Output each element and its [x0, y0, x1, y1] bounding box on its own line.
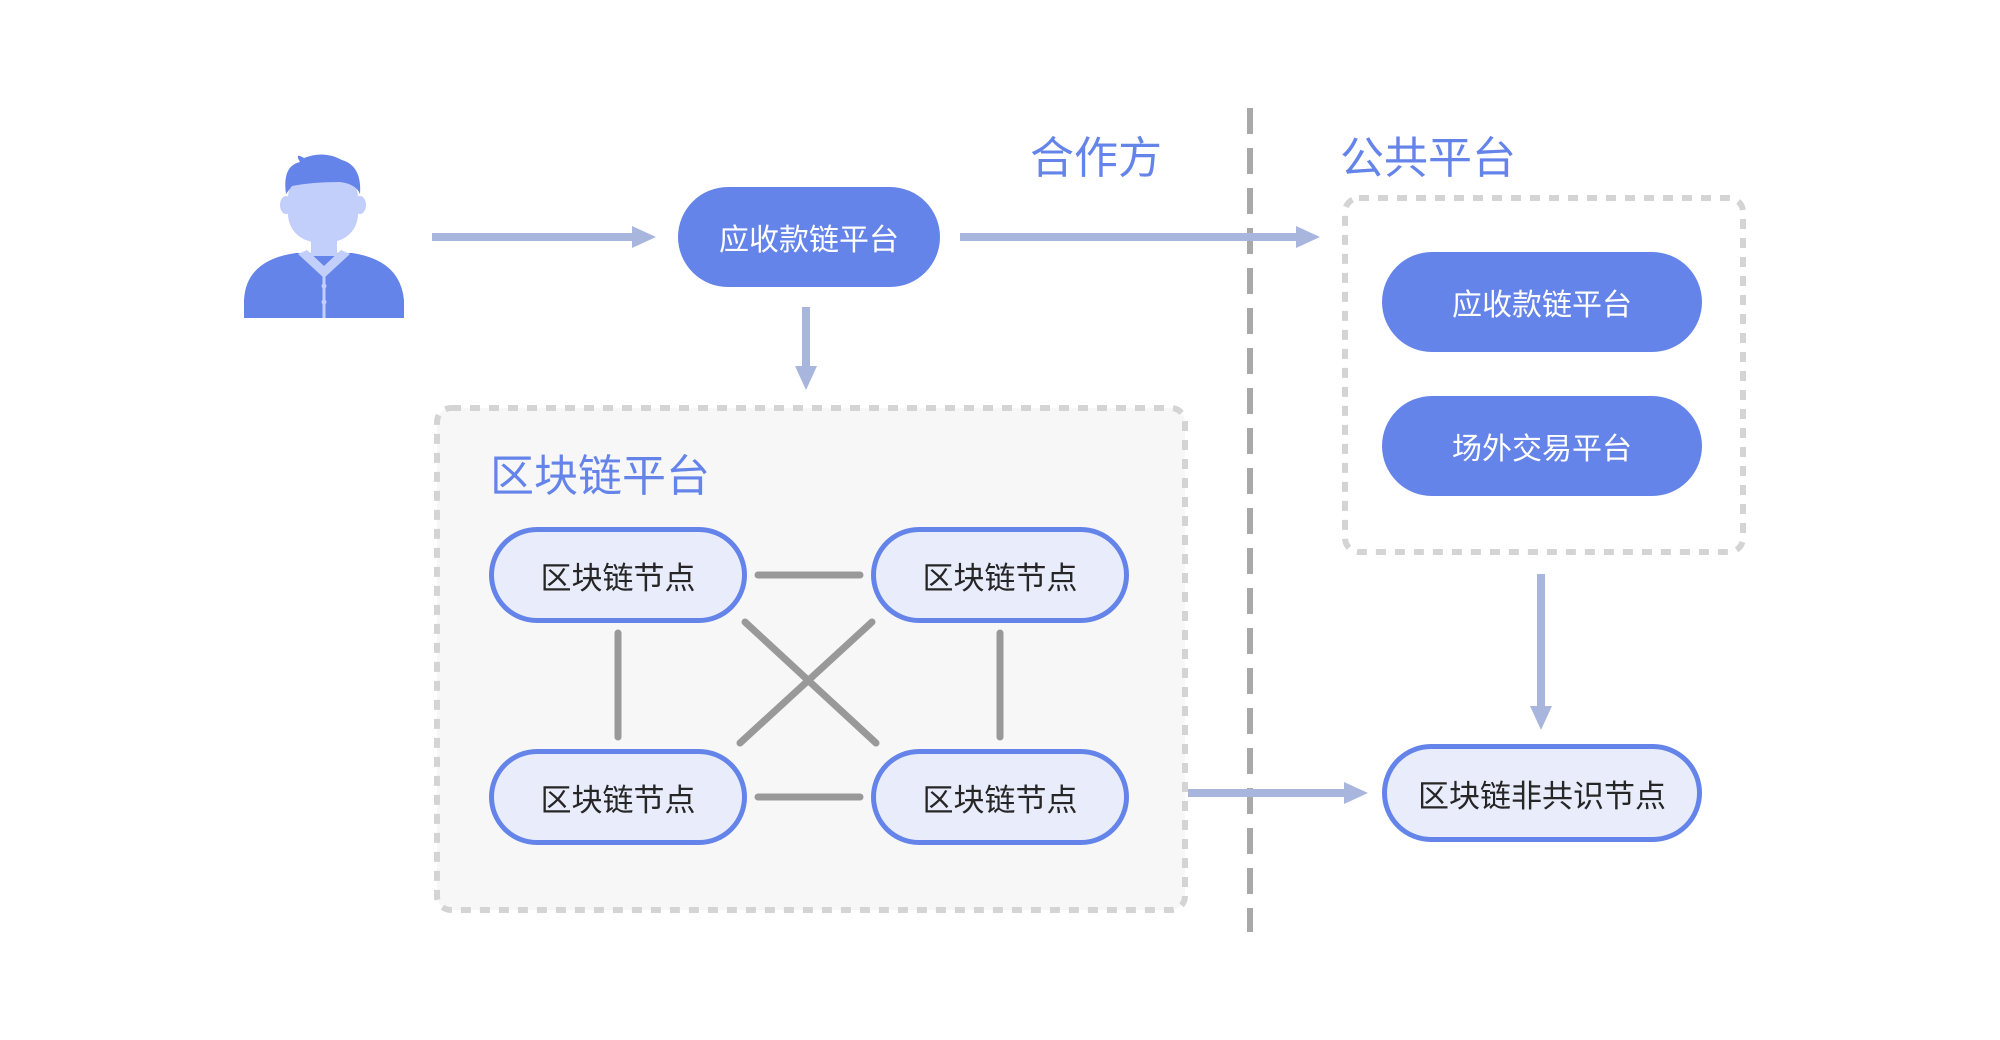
receivables-platform-node-public: 应收款链平台	[1382, 252, 1702, 352]
arrow-receivables-to-blockchain-head	[795, 366, 817, 390]
otc-trading-platform-node: 场外交易平台	[1382, 396, 1702, 496]
blockchain-node-bottom-left: 区块链节点	[489, 749, 747, 845]
blockchain-non-consensus-node: 区块链非共识节点	[1382, 744, 1702, 842]
user-avatar-icon	[244, 154, 404, 318]
arrow-receivables-to-public-head	[1296, 226, 1320, 248]
flow-arrows	[432, 226, 1552, 804]
arrow-user-to-receivables-head	[632, 226, 656, 248]
mesh-diagonal-up	[736, 618, 876, 747]
arrow-public-to-nonconsensus-head	[1530, 706, 1552, 730]
receivables-platform-node-partner: 应收款链平台	[678, 187, 940, 287]
user-face	[288, 170, 358, 242]
user-collar	[298, 250, 350, 278]
node-mesh	[614, 571, 1004, 801]
user-button-1	[321, 283, 327, 289]
arrow-blockchain-to-nonconsensus-head	[1344, 782, 1368, 804]
blockchain-node-top-right: 区块链节点	[871, 527, 1129, 623]
user-hair	[285, 154, 361, 194]
partner-region-title: 合作方	[1030, 133, 1162, 184]
public-region-title: 公共平台	[1340, 133, 1516, 184]
blockchain-node-bottom-right: 区块链节点	[871, 749, 1129, 845]
blockchain-platform-title: 区块链平台	[490, 451, 710, 502]
user-button-2	[321, 299, 327, 305]
blockchain-node-top-left: 区块链节点	[489, 527, 747, 623]
